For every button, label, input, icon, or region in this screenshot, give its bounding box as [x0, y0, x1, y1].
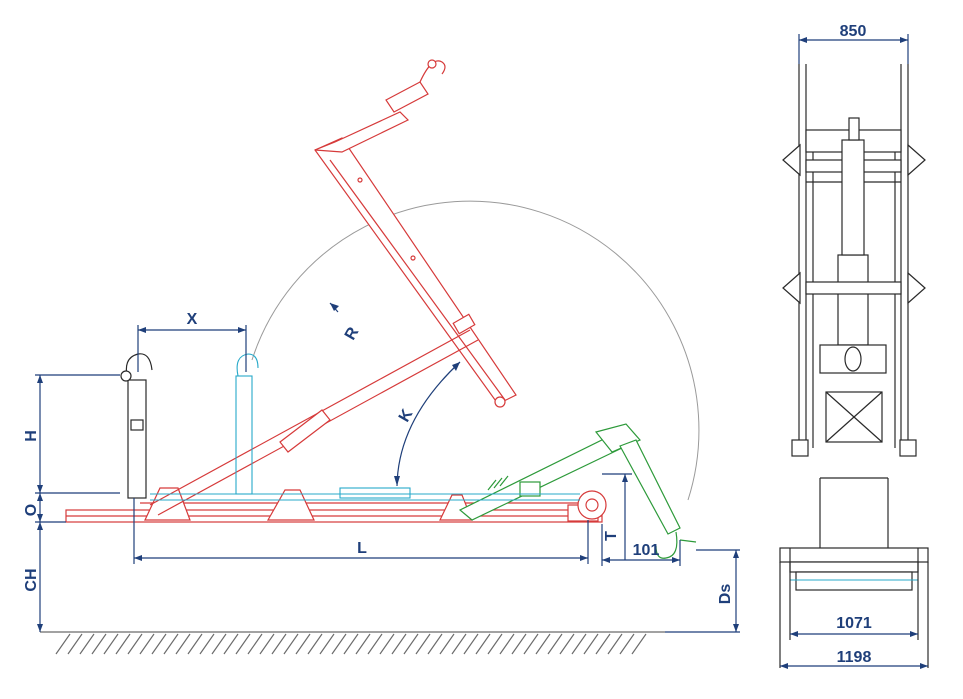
dim-l: L: [133, 498, 589, 564]
overhang-label: 101: [633, 542, 660, 559]
dim-1071: 1071: [790, 615, 918, 637]
reach-arc: [251, 200, 700, 501]
lowered-hook: [150, 353, 580, 501]
h-label: H: [23, 430, 40, 442]
dim-h: H: [23, 374, 120, 494]
ch-label: CH: [23, 568, 40, 591]
inner-width-label: 1071: [836, 615, 872, 632]
dim-r: R: [329, 302, 363, 343]
tipped-arm: [149, 59, 607, 520]
dim-o: O: [23, 493, 66, 523]
dim-101: 101: [601, 524, 681, 566]
dim-850: 850: [798, 23, 909, 64]
mid-arm: [458, 423, 697, 559]
l-label: L: [357, 540, 367, 557]
front-view: [779, 64, 929, 668]
ground: [40, 631, 665, 655]
ds-label: Ds: [717, 584, 734, 605]
dim-ds: Ds: [665, 549, 740, 633]
x-label: X: [187, 311, 198, 328]
o-label: O: [23, 504, 40, 516]
top-width-label: 850: [840, 23, 867, 40]
r-label: R: [342, 324, 363, 343]
dim-ch: CH: [23, 522, 43, 632]
dim-t: T: [602, 473, 632, 560]
dim-x: X: [137, 311, 247, 372]
dim-1198: 1198: [780, 649, 928, 669]
raised-hook: [120, 353, 153, 499]
outer-width-label: 1198: [837, 649, 872, 666]
t-label: T: [603, 531, 620, 541]
